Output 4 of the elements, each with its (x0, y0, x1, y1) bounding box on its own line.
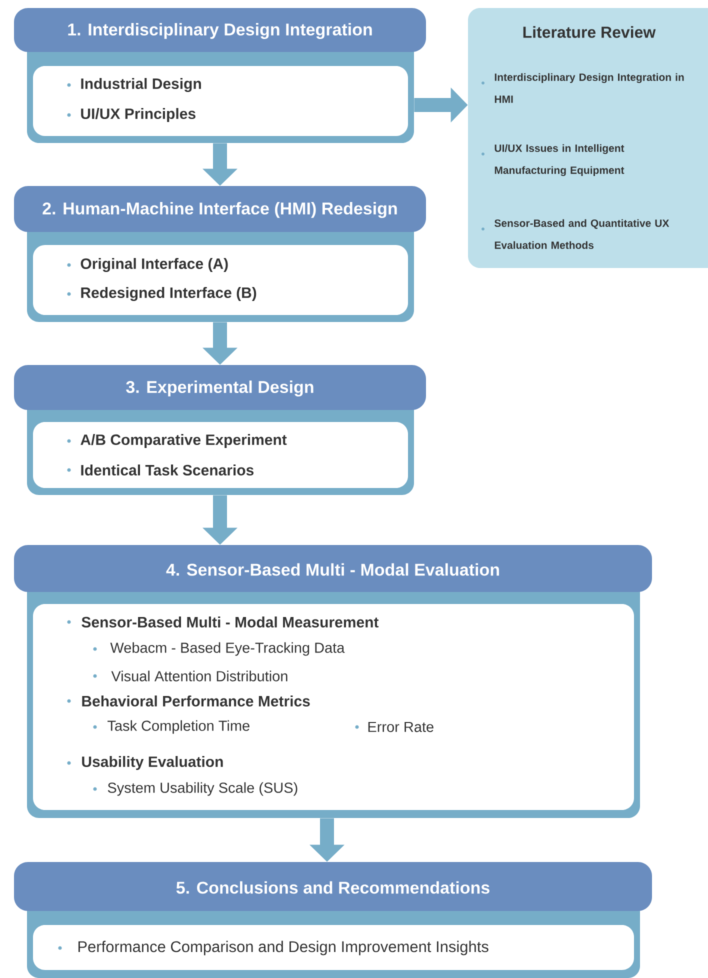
panel-heading: Literature Review (523, 26, 656, 38)
bullet-item: Interdisciplinary Design Integration in HMI (482, 73, 684, 103)
bullet-item: UI/UX Issues in Intelligent Manufacturing Equipment (482, 144, 624, 176)
bullet-item: Sensor-Based and Quantitative UX Evaluation Methods (482, 219, 670, 249)
